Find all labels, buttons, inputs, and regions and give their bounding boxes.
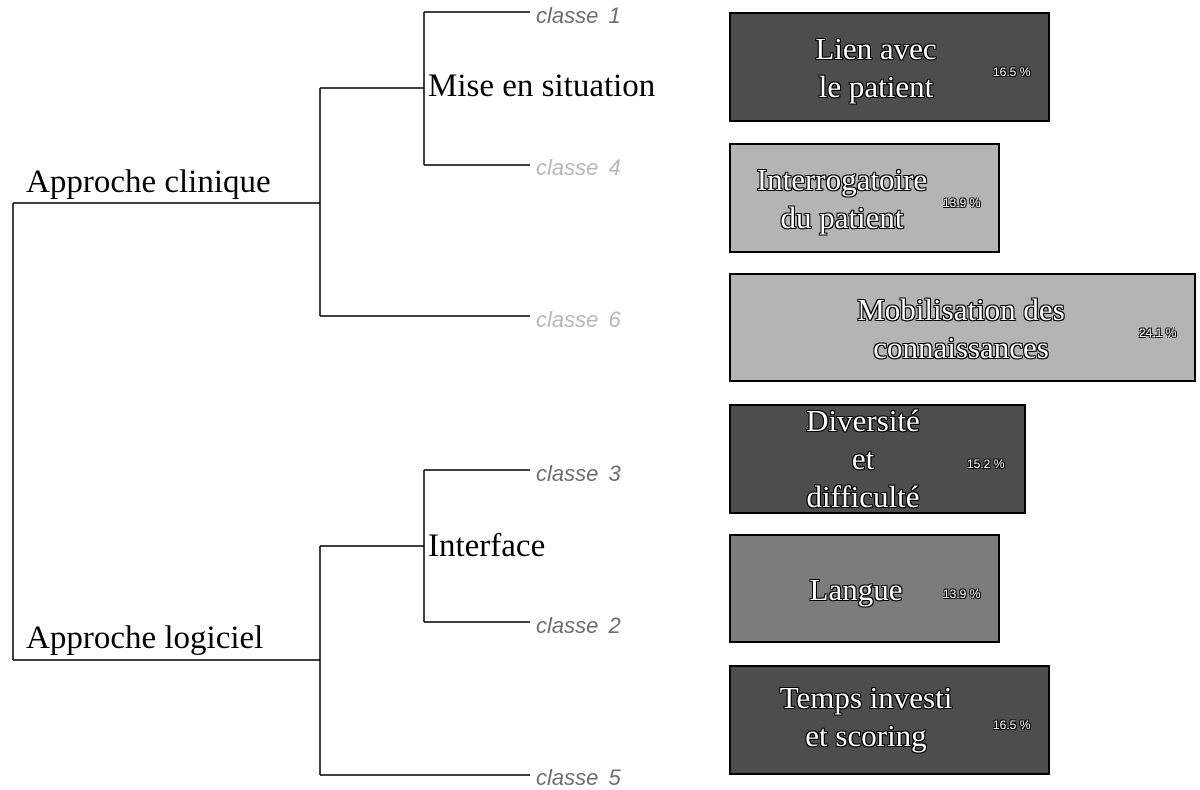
- node-interface: Interface: [428, 528, 546, 564]
- node-mise-en-situation: Mise en situation: [428, 68, 656, 104]
- node-approche-logiciel: Approche logiciel: [26, 620, 264, 656]
- class-box-percent: 24.1 %: [1139, 326, 1177, 340]
- class-box: Mobilisation des connaissances 24.1 %: [729, 273, 1196, 382]
- class-box-percent: 15.2 %: [967, 457, 1005, 471]
- class-box: Diversité et difficulté 15.2 %: [729, 403, 1026, 514]
- class-box-percent: 16.5 %: [993, 718, 1031, 732]
- class-box-percent: 13.9 %: [943, 587, 981, 601]
- classe-label: classe 6: [536, 307, 621, 332]
- class-box-label: Diversité et difficulté: [806, 403, 920, 514]
- class-box: Interrogatoire du patient 13.9 %: [729, 143, 1000, 253]
- class-box-percent: 13.9 %: [943, 196, 981, 210]
- class-box-label: Interrogatoire du patient: [756, 162, 928, 235]
- class-box: Langue 13.9 %: [729, 534, 1000, 643]
- class-box: Temps investi et scoring 16.5 %: [729, 665, 1050, 775]
- class-box: Lien avec le patient 16.5 %: [729, 12, 1050, 122]
- classe-label: classe 1: [536, 3, 621, 28]
- classe-label: classe 4: [536, 155, 621, 180]
- class-box-percent: 16.5 %: [993, 65, 1031, 79]
- node-approche-clinique: Approche clinique: [26, 164, 271, 200]
- class-box-label: Langue: [809, 572, 903, 607]
- classe-label: classe 3: [536, 461, 621, 486]
- class-box-label: Temps investi et scoring: [779, 680, 953, 753]
- classe-label: classe 2: [536, 613, 621, 638]
- classe-label: classe 5: [536, 765, 621, 790]
- class-box-label: Mobilisation des connaissances: [857, 292, 1065, 365]
- class-box-label: Lien avec le patient: [815, 31, 937, 104]
